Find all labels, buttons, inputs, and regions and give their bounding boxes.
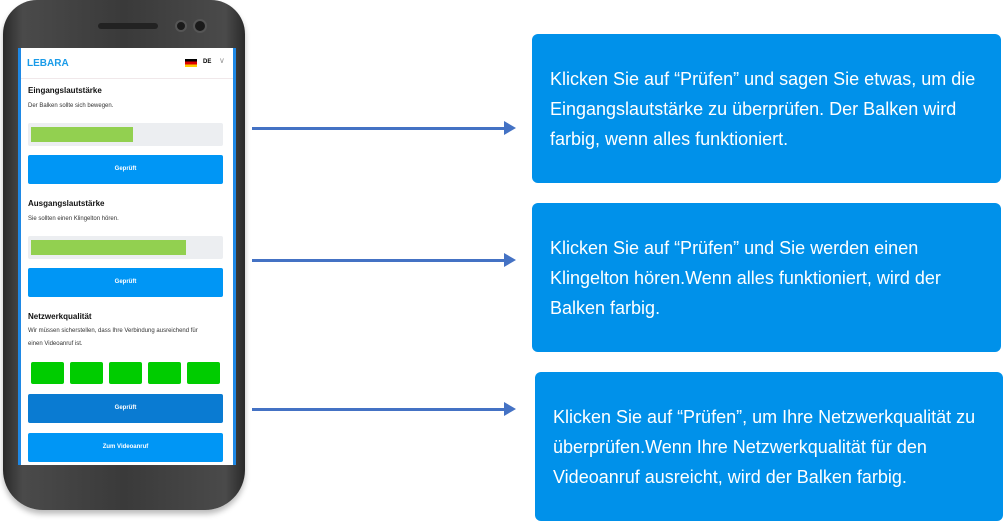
network-quality-bar bbox=[31, 362, 64, 384]
network-subtitle: Wir müssen sicherstellen, dass Ihre Verb… bbox=[28, 328, 198, 347]
callout-text: Klicken Sie auf “Prüfen” und sagen Sie e… bbox=[550, 68, 976, 149]
network-check-button[interactable]: Geprüft bbox=[28, 394, 223, 423]
output-check-button[interactable]: Geprüft bbox=[28, 268, 223, 297]
camera-icon bbox=[193, 19, 207, 33]
output-title: Ausgangslautstärke bbox=[28, 199, 105, 208]
divider bbox=[21, 78, 233, 79]
input-subtitle: Der Balken sollte sich bewegen. bbox=[28, 103, 114, 109]
video-call-button[interactable]: Zum Videoanruf bbox=[28, 433, 223, 462]
chevron-down-icon[interactable]: ∨ bbox=[219, 56, 225, 65]
callout-network: Klicken Sie auf “Prüfen”, um Ihre Netzwe… bbox=[535, 372, 1003, 521]
callout-text: Klicken Sie auf “Prüfen” und Sie werden … bbox=[550, 237, 941, 318]
callout-text: Klicken Sie auf “Prüfen”, um Ihre Netzwe… bbox=[553, 406, 976, 487]
output-level-fill bbox=[31, 240, 186, 255]
output-level-bar bbox=[28, 236, 223, 259]
network-title: Netzwerkqualität bbox=[28, 312, 92, 321]
callout-output: Klicken Sie auf “Prüfen” und Sie werden … bbox=[532, 203, 1001, 352]
output-subtitle: Sie sollten einen Klingelton hören. bbox=[28, 216, 119, 222]
network-quality-bar bbox=[148, 362, 181, 384]
input-check-button[interactable]: Geprüft bbox=[28, 155, 223, 184]
phone-screen: LEBARA DE ∨ Eingangslautstärke Der Balke… bbox=[18, 48, 236, 465]
input-level-bar bbox=[28, 123, 223, 146]
language-selector[interactable]: DE bbox=[203, 59, 212, 65]
phone-frame: LEBARA DE ∨ Eingangslautstärke Der Balke… bbox=[3, 0, 245, 510]
logo: LEBARA bbox=[27, 58, 69, 69]
arrow-icon bbox=[252, 402, 516, 416]
arrow-icon bbox=[252, 253, 516, 267]
arrow-icon bbox=[252, 121, 516, 135]
camera-icon bbox=[175, 20, 187, 32]
network-quality-bar bbox=[109, 362, 142, 384]
network-quality-bar bbox=[187, 362, 220, 384]
callout-input: Klicken Sie auf “Prüfen” und sagen Sie e… bbox=[532, 34, 1001, 183]
input-title: Eingangslautstärke bbox=[28, 86, 102, 95]
german-flag-icon[interactable] bbox=[185, 59, 197, 67]
network-quality-bar bbox=[70, 362, 103, 384]
input-level-fill bbox=[31, 127, 134, 142]
speaker bbox=[98, 23, 158, 29]
